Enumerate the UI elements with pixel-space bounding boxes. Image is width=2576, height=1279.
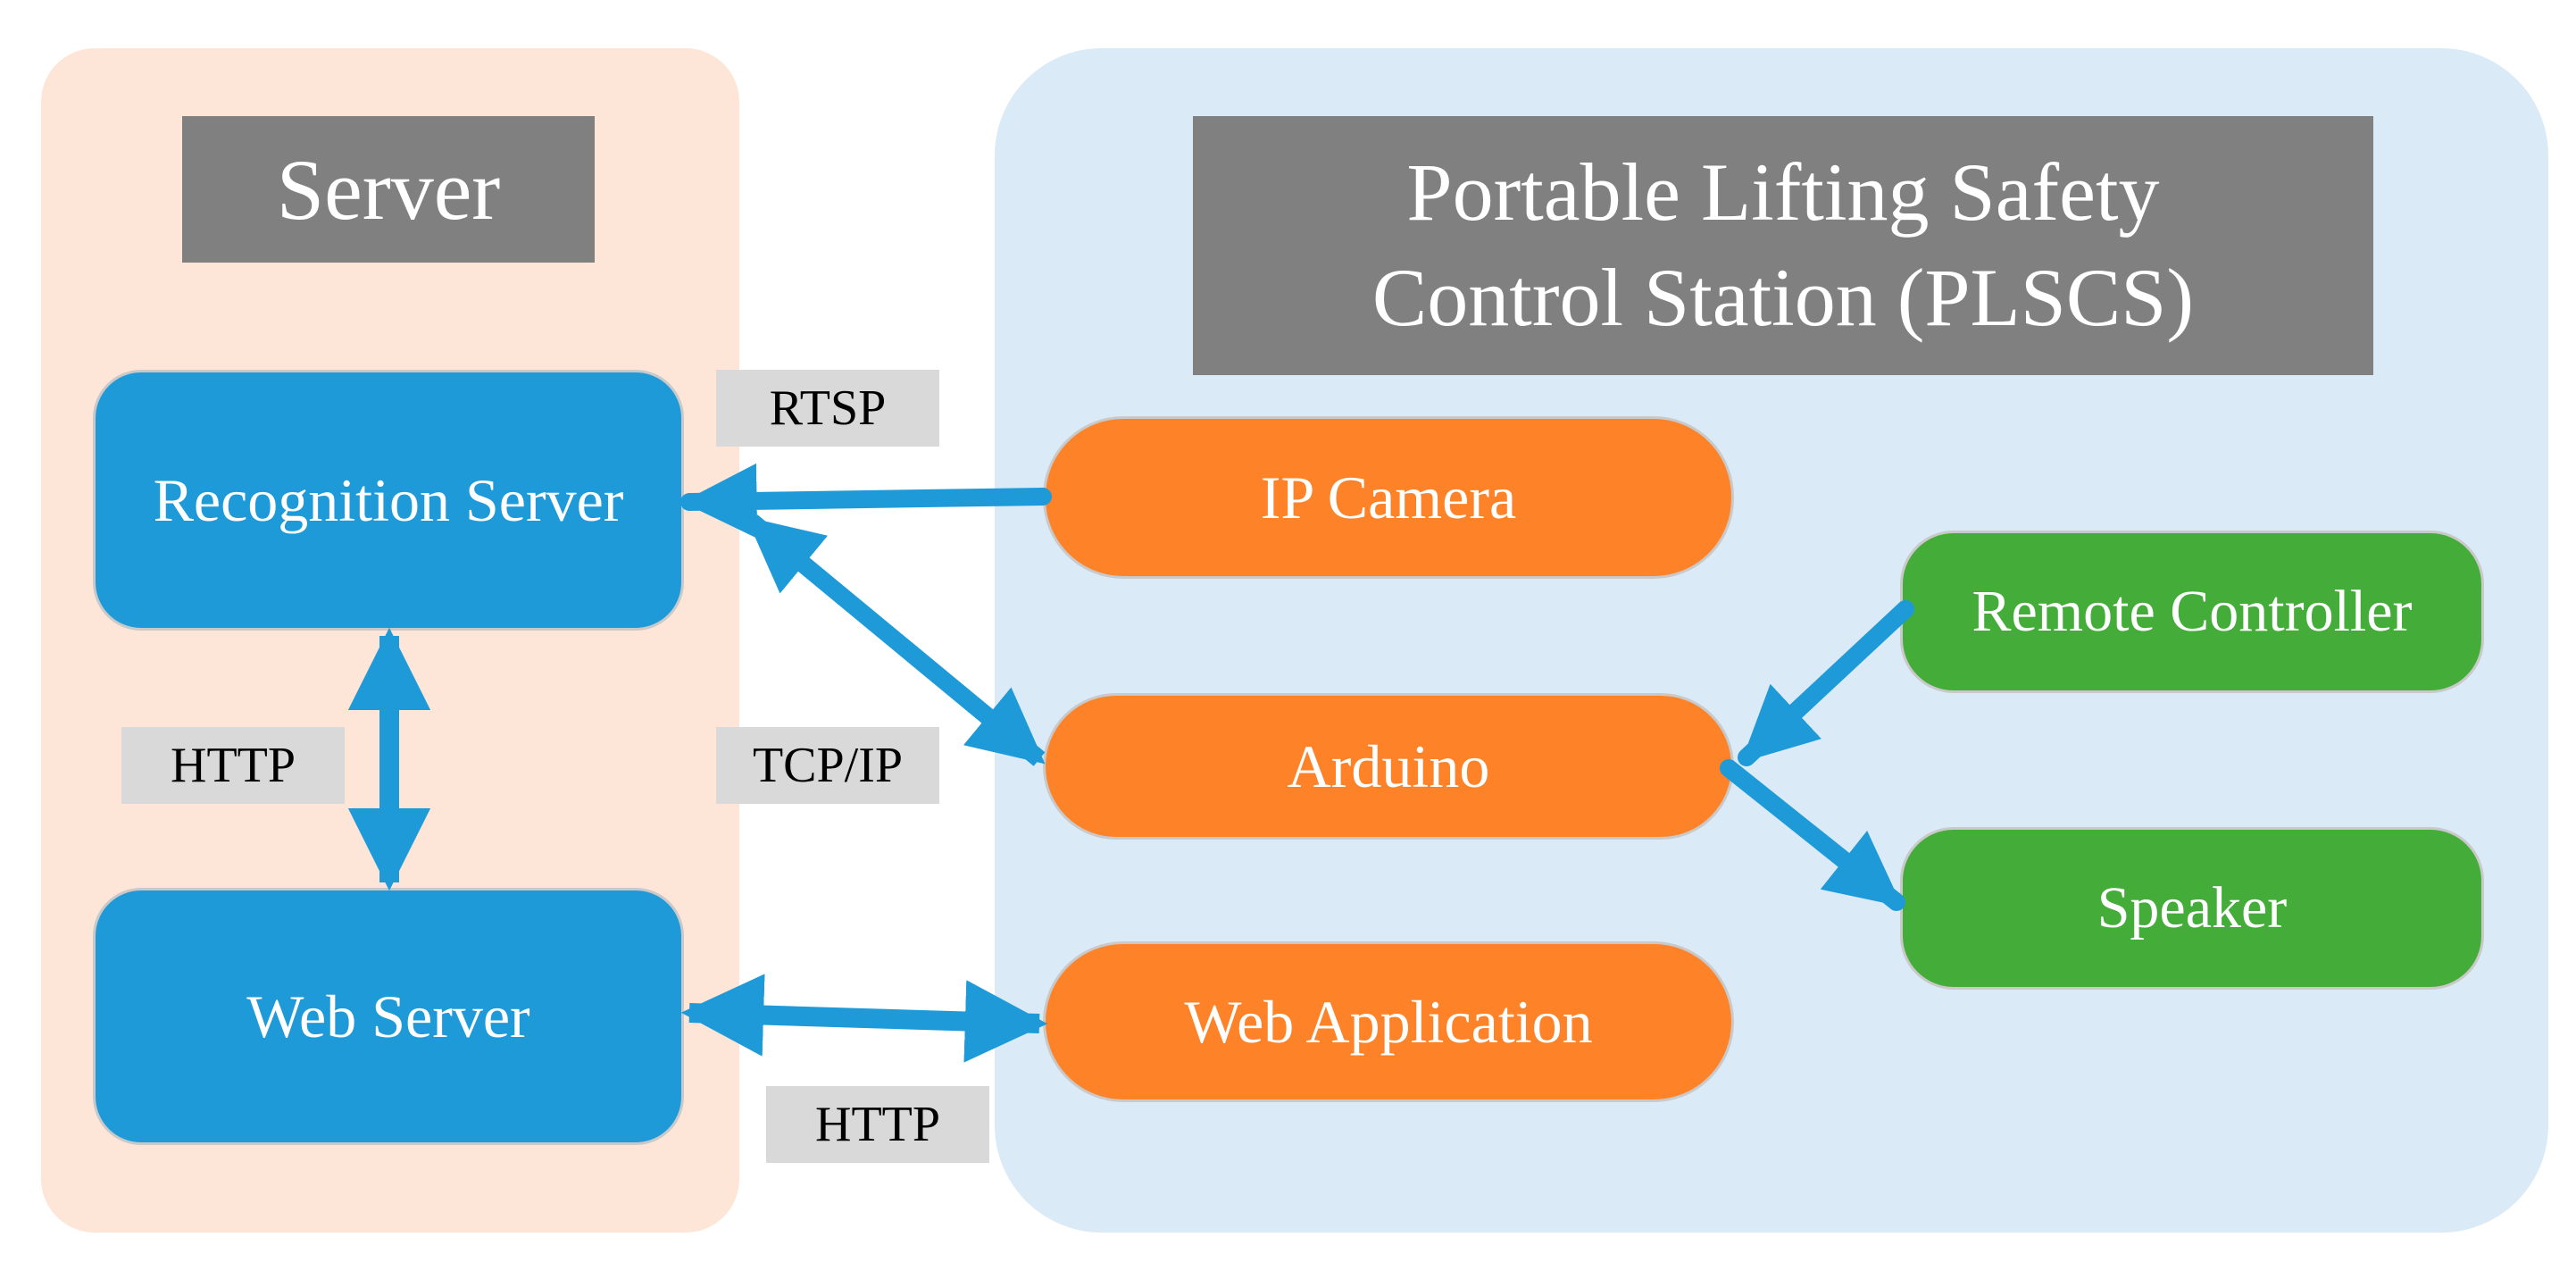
web-application-label: Web Application [1184,987,1593,1056]
recognition-server-label: Recognition Server [153,465,624,534]
rtsp-arrow [680,463,1052,539]
arduino-label: Arduino [1287,731,1490,800]
recognition-server-node: Recognition Server [93,370,684,631]
remote-controller-label: Remote Controller [1972,579,2413,644]
speaker-label: Speaker [2097,875,2288,940]
ip-camera-node: IP Camera [1043,416,1734,579]
http-server-label: HTTP [121,727,345,804]
remote-controller-node: Remote Controller [1900,531,2484,693]
plscs-title: Portable Lifting Safety Control Station … [1193,116,2373,375]
http-web-label: HTTP [766,1086,989,1163]
ip-camera-label: IP Camera [1260,463,1517,531]
server-title: Server [182,116,595,263]
web-application-node: Web Application [1043,941,1734,1102]
http-web-arrow [680,974,1048,1063]
rtsp-label: RTSP [716,370,939,447]
web-server-node: Web Server [93,888,684,1145]
web-server-label: Web Server [246,982,530,1050]
plscs-title-line1: Portable Lifting Safety [1406,146,2160,238]
tcpip-label: TCP/IP [716,727,939,804]
arduino-node: Arduino [1043,693,1734,840]
speaker-node: Speaker [1900,827,2484,990]
plscs-title-line2: Control Station (PLSCS) [1371,252,2195,343]
